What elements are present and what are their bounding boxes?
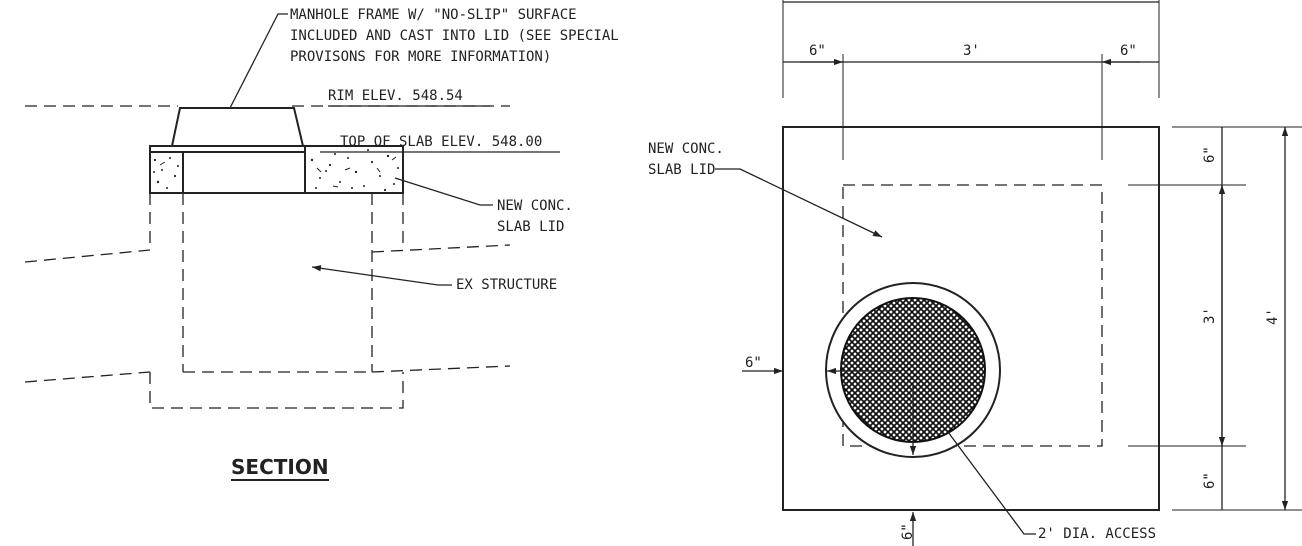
dim-top-left: 6" bbox=[809, 43, 826, 59]
frame-note-line-1: MANHOLE FRAME W/ "NO-SLIP" SURFACE bbox=[290, 7, 577, 23]
right-dimensions: 6" 3' 4' 6" bbox=[1128, 126, 1302, 511]
concrete-slab bbox=[149, 145, 404, 194]
section-slab-lid-note: NEW CONC. SLAB LID bbox=[394, 177, 573, 235]
left-dimension: 6" bbox=[742, 355, 783, 375]
plan-slab-lid-note: NEW CONC. SLAB LID bbox=[648, 141, 883, 238]
existing-structure bbox=[149, 193, 404, 409]
frame-note-line-3: PROVISONS FOR MORE INFORMATION) bbox=[290, 49, 551, 65]
top-dimensions: 6" 3' 6" bbox=[782, 0, 1160, 160]
plan-slab-outline bbox=[782, 126, 1160, 511]
access-note: 2' DIA. ACCESS bbox=[947, 431, 1156, 542]
ex-structure-label: EX STRUCTURE bbox=[456, 277, 557, 293]
dim-right-overall: 4' bbox=[1265, 308, 1281, 325]
section-title: SECTION bbox=[231, 455, 329, 481]
section-slab-lid-line-2: SLAB LID bbox=[497, 219, 564, 235]
access-opening bbox=[825, 282, 1001, 458]
dim-left: 6" bbox=[745, 355, 762, 371]
dim-right-top: 6" bbox=[1202, 146, 1218, 163]
section-title-text: SECTION bbox=[231, 455, 329, 479]
plan-structure-opening bbox=[842, 184, 1103, 447]
plan-view: 6" 3' 6" 6" 3' 4' 6" 6" 6" bbox=[648, 0, 1302, 546]
section-slab-lid-line-1: NEW CONC. bbox=[497, 198, 573, 214]
dim-right-bottom: 6" bbox=[1202, 472, 1218, 489]
plan-slab-lid-line-1: NEW CONC. bbox=[648, 141, 724, 157]
section-view: MANHOLE FRAME W/ "NO-SLIP" SURFACE INCLU… bbox=[24, 7, 619, 481]
concrete-stipple bbox=[153, 149, 399, 192]
manhole-frame bbox=[170, 107, 305, 147]
dim-bottom: 6" bbox=[900, 523, 916, 540]
ex-structure-note: EX STRUCTURE bbox=[311, 265, 557, 293]
rim-elevation-label: RIM ELEV. 548.54 bbox=[328, 88, 463, 104]
frame-note-line-2: INCLUDED AND CAST INTO LID (SEE SPECIAL bbox=[290, 28, 619, 44]
dim-top-mid: 3' bbox=[963, 43, 980, 59]
dim-right-mid: 3' bbox=[1202, 307, 1218, 324]
plan-slab-lid-line-2: SLAB LID bbox=[648, 162, 715, 178]
bottom-dimension: 6" bbox=[900, 512, 917, 546]
access-label: 2' DIA. ACCESS bbox=[1038, 526, 1156, 542]
slab-elevation-label: TOP OF SLAB ELEV. 548.00 bbox=[340, 134, 542, 150]
frame-note: MANHOLE FRAME W/ "NO-SLIP" SURFACE INCLU… bbox=[229, 7, 619, 109]
dim-top-right: 6" bbox=[1120, 43, 1137, 59]
